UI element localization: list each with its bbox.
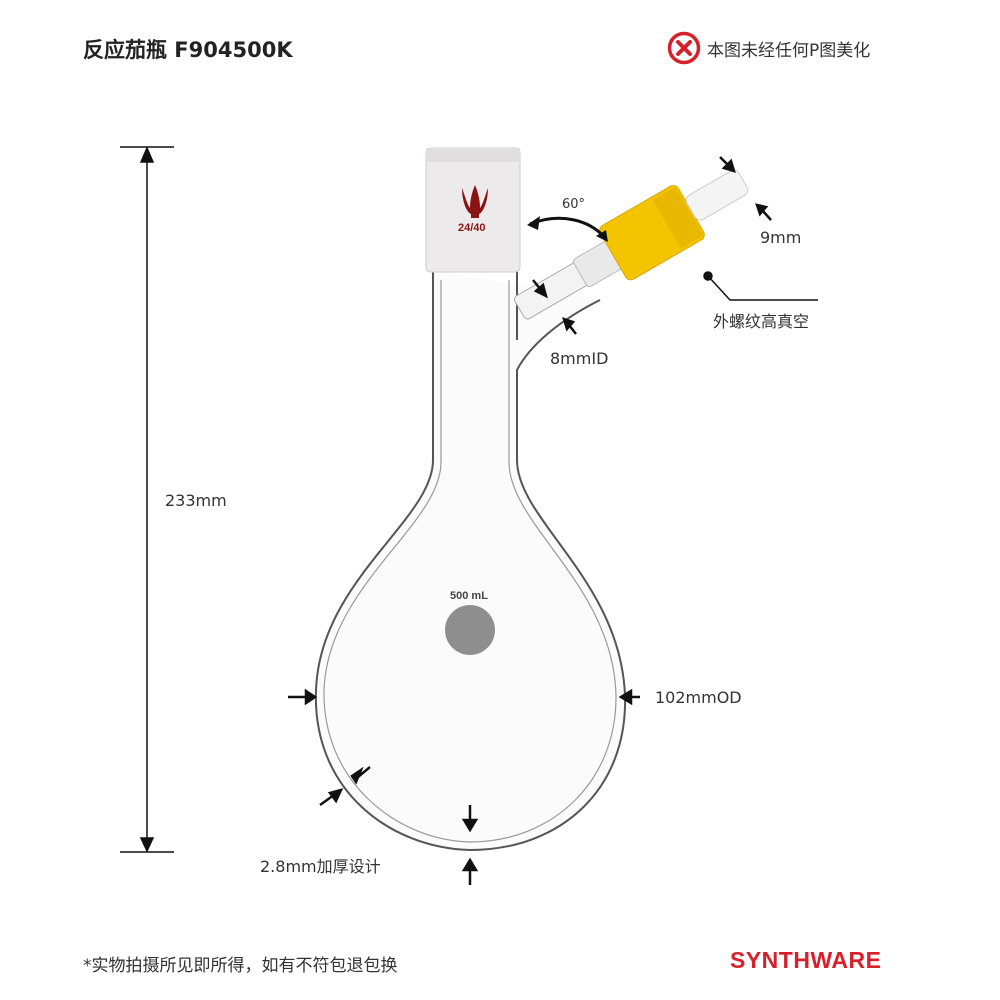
thread-callout (703, 271, 818, 301)
angle-arrow (529, 216, 607, 239)
footer-note: *实物拍摄所见即所得，如有不符包退包换 (83, 956, 398, 976)
flask-body (314, 270, 627, 852)
hose-barb (685, 169, 749, 221)
no-retouch-badge: 本图未经任何P图美化 (667, 31, 870, 65)
sidearm (513, 169, 749, 320)
wall-thickness-label: 2.8mm加厚设计 (260, 857, 381, 876)
no-retouch-x-icon (667, 31, 701, 65)
sidearm-id-label: 8mmID (550, 349, 609, 368)
volume-label: 500 mL (450, 590, 488, 602)
hose-od-label: 9mm (760, 228, 802, 247)
body-od-label: 102mmOD (655, 688, 742, 707)
height-label: 233mm (165, 491, 227, 510)
height-dimension-line (120, 146, 174, 853)
brand-logo: SYNTHWARE (730, 947, 882, 973)
badge-text: 本图未经任何P图美化 (707, 40, 871, 61)
dimension-arrows (288, 156, 772, 885)
angle-label: 60° (562, 197, 586, 212)
thread-label: 外螺纹高真空 (713, 312, 810, 331)
synthware-logo-icon (462, 185, 488, 218)
marking-spot (445, 605, 495, 655)
page-title: 反应茄瓶 F904500K (83, 38, 293, 62)
joint-size-label: 24/40 (458, 222, 486, 234)
